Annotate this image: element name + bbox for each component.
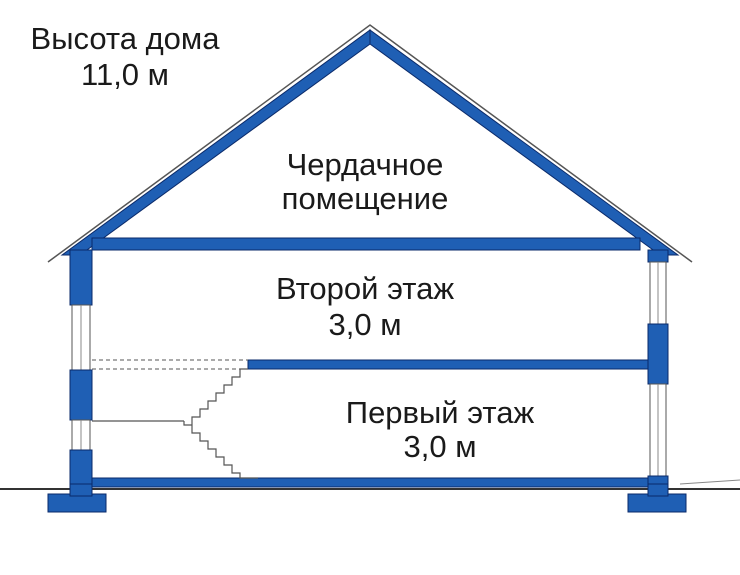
- attic-label-line2: помещение: [281, 181, 449, 216]
- left-wall-top: [69, 249, 93, 306]
- right-foundation: [627, 493, 687, 513]
- roof-outline: [47, 24, 693, 263]
- house-height-value: 11,0 м: [81, 57, 169, 92]
- right-wall-top: [647, 249, 669, 263]
- second-floor-label: Второй этаж: [275, 271, 455, 306]
- second-floor-height: 3,0 м: [328, 307, 402, 342]
- attic-floor-slab: [91, 237, 641, 251]
- right-wall-mid: [647, 323, 669, 385]
- left-foundation: [47, 493, 107, 513]
- attic-label-line1: Чердачное: [286, 147, 444, 182]
- left-wall-bottom: [69, 449, 93, 487]
- first-floor-height: 3,0 м: [403, 429, 477, 464]
- left-wall-mid: [69, 369, 93, 421]
- house-height-label: Высота дома: [30, 21, 220, 56]
- second-floor-slab: [247, 359, 649, 370]
- ground-line-right-detail: [679, 479, 740, 485]
- staircase: [183, 368, 258, 479]
- roof-right-rafter: [369, 29, 680, 256]
- left-foundation-post: [69, 483, 93, 497]
- first-floor-label: Первый этаж: [345, 395, 535, 430]
- right-foundation-post: [647, 483, 669, 497]
- ground-floor-slab: [91, 477, 649, 488]
